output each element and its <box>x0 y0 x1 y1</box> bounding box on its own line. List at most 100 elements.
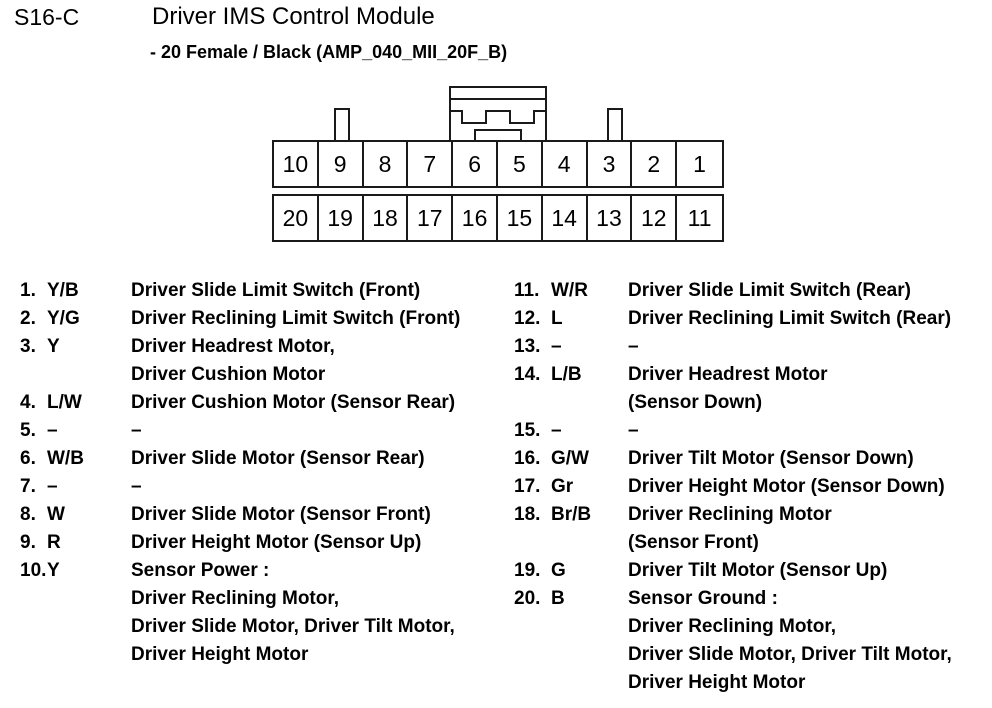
legend-row: 11. W/R Driver Slide Limit Switch (Rear) <box>514 280 992 308</box>
legend-wire-color: Br/B <box>551 504 592 525</box>
legend-description: Driver Reclining Limit Switch (Front) <box>131 308 461 329</box>
legend-description: Driver Slide Limit Switch (Rear) <box>628 280 911 301</box>
legend-row: Driver Slide Motor, Driver Tilt Motor, <box>514 644 992 672</box>
pin-legend-right: 11. W/R Driver Slide Limit Switch (Rear) 12… <box>514 280 992 700</box>
latch-notch-left <box>461 110 487 124</box>
legend-row: 15.–– <box>514 420 992 448</box>
pin-cell-20[interactable]: 20 <box>274 196 319 240</box>
pin-cell-7[interactable]: 7 <box>408 142 454 186</box>
legend-wire-color: Y <box>47 336 60 357</box>
pin-cell-1[interactable]: 1 <box>677 142 722 186</box>
pin-cell-2[interactable]: 2 <box>632 142 678 186</box>
legend-row: 13.–– <box>514 336 992 364</box>
legend-description: Driver Slide Motor, Driver Tilt Motor, <box>628 644 952 665</box>
legend-row: 9. R Driver Height Motor (Sensor Up) <box>20 532 515 560</box>
legend-description: Driver Tilt Motor (Sensor Down) <box>628 448 914 469</box>
legend-pin-number: 13. <box>514 336 541 357</box>
pin-cell-4[interactable]: 4 <box>542 142 588 186</box>
legend-row: Driver Reclining Motor, <box>514 616 992 644</box>
legend-description: Driver Reclining Limit Switch (Rear) <box>628 308 952 329</box>
pin-cell-6[interactable]: 6 <box>453 142 498 186</box>
legend-pin-number: 2. <box>20 308 36 329</box>
connector-subtitle: - 20 Female / Black (AMP_040_MII_20F_B) <box>150 42 508 62</box>
legend-row: 14. L/B Driver Headrest Motor <box>514 364 992 392</box>
legend-wire-color: Y/B <box>47 280 79 301</box>
legend-row: 4. L/W Driver Cushion Motor (Sensor Rear) <box>20 392 515 420</box>
key-tab-pin-2 <box>607 108 623 142</box>
legend-description: Driver Slide Motor (Sensor Front) <box>131 504 431 525</box>
legend-wire-color: – <box>551 420 562 441</box>
legend-wire-color: L/B <box>551 364 582 385</box>
legend-description: – <box>131 476 142 497</box>
legend-pin-number: 9. <box>20 532 36 553</box>
legend-description: Driver Slide Motor (Sensor Rear) <box>131 448 425 469</box>
legend-description: (Sensor Front) <box>628 532 759 553</box>
legend-description: Driver Slide Motor, Driver Tilt Motor, <box>131 616 455 637</box>
legend-description: Driver Reclining Motor, <box>131 588 339 609</box>
pin-cell-17[interactable]: 17 <box>408 196 454 240</box>
pin-cell-5[interactable]: 5 <box>497 142 543 186</box>
legend-wire-color: L <box>551 308 563 329</box>
legend-wire-color: Y/G <box>47 308 80 329</box>
legend-wire-color: R <box>47 532 61 553</box>
legend-pin-number: 4. <box>20 392 36 413</box>
pin-cell-10[interactable]: 10 <box>274 142 319 186</box>
pin-cell-19[interactable]: 19 <box>318 196 364 240</box>
legend-description: Driver Tilt Motor (Sensor Up) <box>628 560 888 581</box>
legend-description: Driver Cushion Motor (Sensor Rear) <box>131 392 456 413</box>
legend-row: Driver Height Motor <box>514 672 992 700</box>
legend-wire-color: L/W <box>47 392 82 413</box>
pin-cell-13[interactable]: 13 <box>587 196 633 240</box>
legend-wire-color: W <box>47 504 65 525</box>
legend-pin-number: 15. <box>514 420 541 441</box>
legend-wire-color: W/B <box>47 448 84 469</box>
legend-wire-color: – <box>47 476 58 497</box>
legend-pin-number: 5. <box>20 420 36 441</box>
legend-wire-color: – <box>47 420 58 441</box>
pin-cell-18[interactable]: 18 <box>363 196 409 240</box>
pin-row-top: 10 9 8 7 6 5 4 3 2 1 <box>272 140 724 188</box>
legend-pin-number: 3. <box>20 336 36 357</box>
legend-pin-number: 19. <box>514 560 541 581</box>
legend-description: – <box>628 420 639 441</box>
pin-cell-12[interactable]: 12 <box>632 196 678 240</box>
legend-description: Driver Cushion Motor <box>131 364 326 385</box>
legend-wire-color: W/R <box>551 280 588 301</box>
pin-cell-16[interactable]: 16 <box>453 196 498 240</box>
connector-diagram: 10 9 8 7 6 5 4 3 2 1 20 19 18 17 16 15 1… <box>272 86 724 242</box>
legend-pin-number: 6. <box>20 448 36 469</box>
legend-description: Driver Height Motor (Sensor Up) <box>131 532 422 553</box>
legend-row: 7.–– <box>20 476 515 504</box>
legend-pin-number: 16. <box>514 448 541 469</box>
legend-pin-number: 1. <box>20 280 36 301</box>
connector-code: S16-C <box>14 4 80 30</box>
pin-cell-3[interactable]: 3 <box>587 142 633 186</box>
legend-row: 2. Y/G Driver Reclining Limit Switch (Fron… <box>20 308 515 336</box>
pin-cell-15[interactable]: 15 <box>497 196 543 240</box>
pin-cell-14[interactable]: 14 <box>542 196 588 240</box>
legend-description: Driver Height Motor (Sensor Down) <box>628 476 945 497</box>
legend-description: Sensor Power : <box>131 560 270 581</box>
pin-cell-11[interactable]: 11 <box>677 196 722 240</box>
legend-description: Driver Headrest Motor, <box>131 336 335 357</box>
legend-pin-number: 11. <box>514 280 540 301</box>
pin-cell-8[interactable]: 8 <box>363 142 409 186</box>
legend-row: Driver Height Motor <box>20 644 515 672</box>
legend-pin-number: 12. <box>514 308 541 329</box>
latch-shoulder-rail <box>449 110 547 112</box>
legend-pin-number: 18. <box>514 504 541 525</box>
pin-row-bottom: 20 19 18 17 16 15 14 13 12 11 <box>272 194 724 242</box>
legend-pin-number: 14. <box>514 364 541 385</box>
pin-cell-9[interactable]: 9 <box>318 142 364 186</box>
latch-notch-right <box>509 110 535 124</box>
legend-description: Driver Reclining Motor, <box>628 616 836 637</box>
legend-description: Driver Headrest Motor <box>628 364 828 385</box>
legend-row: Driver Reclining Motor, <box>20 588 515 616</box>
page-title: Driver IMS Control Module <box>152 3 435 30</box>
